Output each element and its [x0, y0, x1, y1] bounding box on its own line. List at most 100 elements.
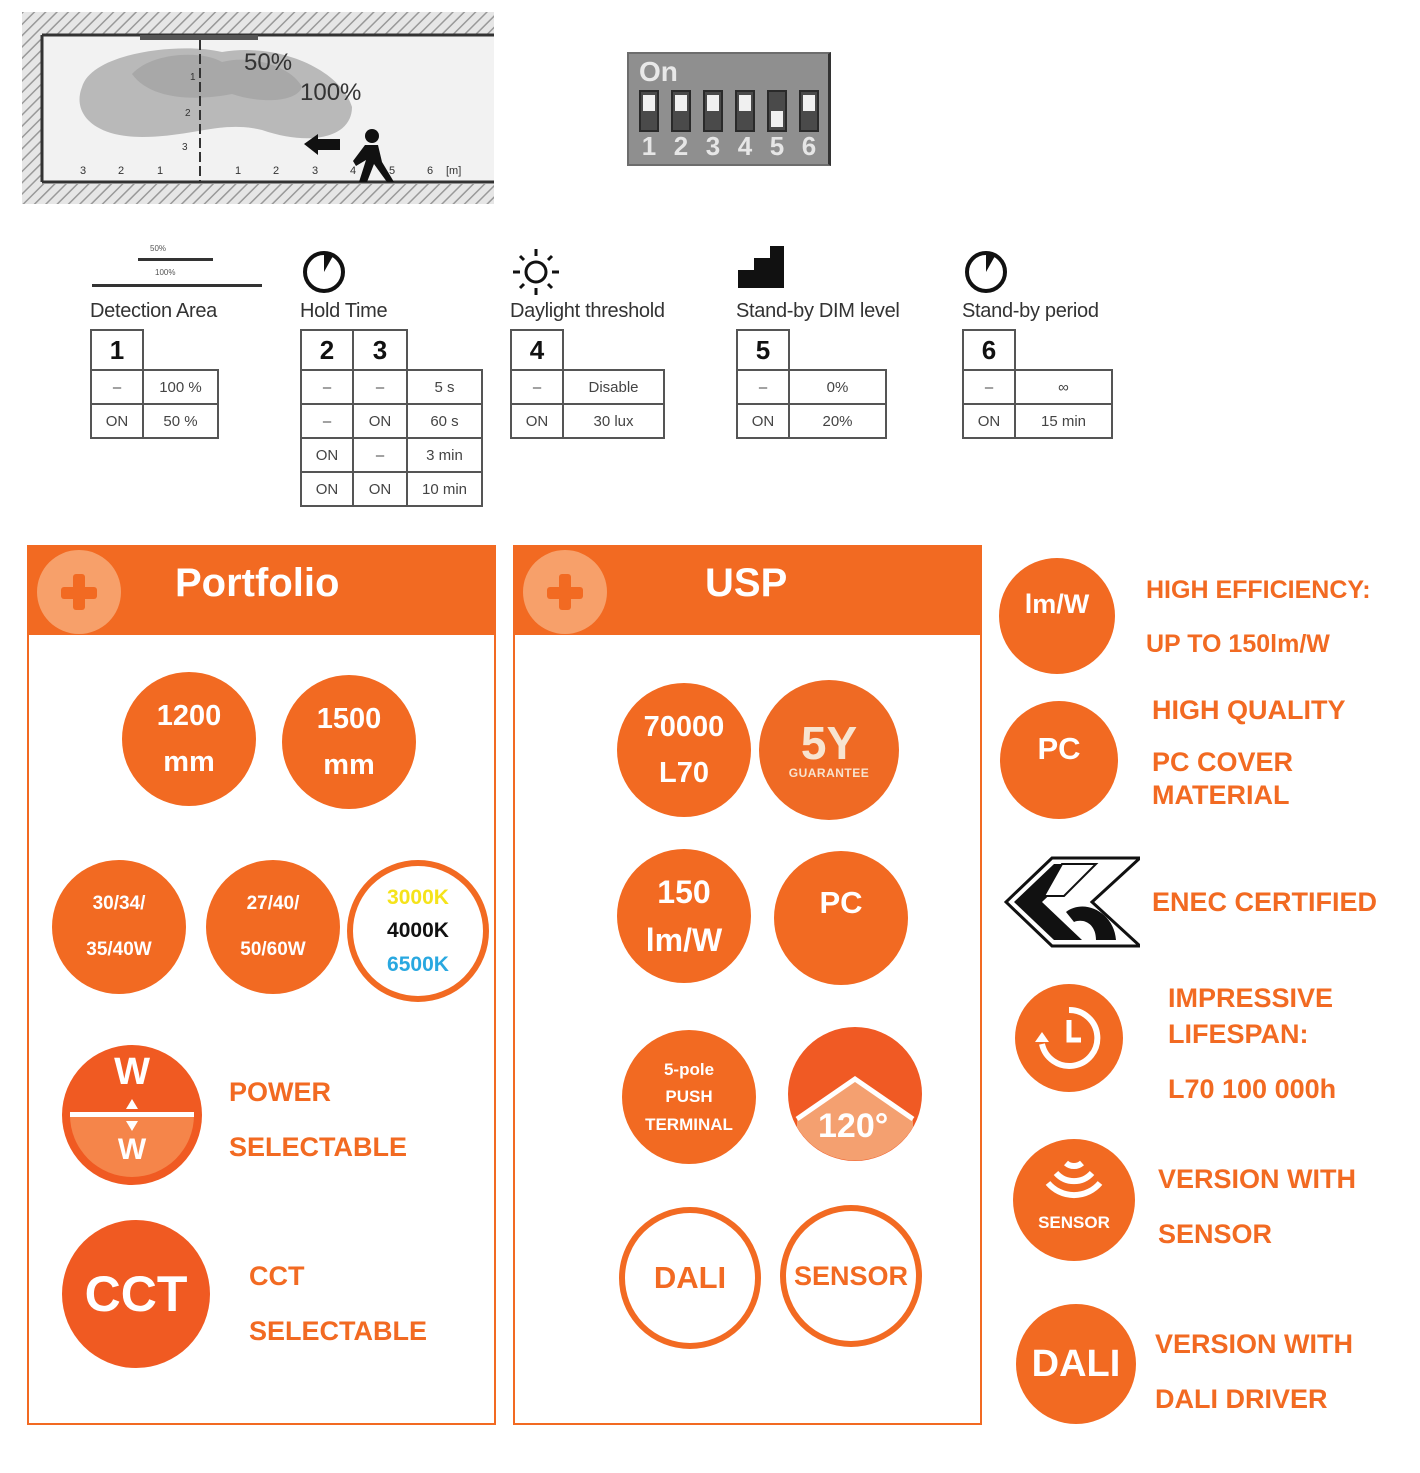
walking-person-icon	[353, 129, 394, 182]
table-cell: 60 s	[406, 403, 483, 439]
efficacy-unit: lm/W	[645, 922, 723, 958]
table-cell: –	[962, 369, 1016, 405]
dali-label: DALI	[653, 1260, 727, 1295]
power-value: 35/40W	[86, 939, 152, 960]
x-tick-label: 4	[350, 165, 356, 177]
blank-cell	[407, 330, 482, 371]
text-line: MATERIAL	[1152, 779, 1290, 810]
blank-cell	[563, 330, 664, 371]
table-cell: 50 %	[142, 403, 219, 439]
dip-toggle-4[interactable]	[735, 90, 755, 132]
table-cell: ON	[90, 403, 144, 439]
x-tick-label: 1	[157, 165, 163, 177]
dip-number: 4	[737, 131, 753, 161]
table-cell: Disable	[562, 369, 665, 405]
table-cell: ON	[300, 471, 354, 507]
power-selectable-icon: W W	[62, 1045, 202, 1185]
blank-cell	[143, 330, 218, 371]
dip-number: 3	[705, 131, 721, 161]
dip-number: 5	[769, 131, 785, 161]
length-value: 1500	[316, 702, 382, 735]
table-cell: 100 %	[142, 369, 219, 405]
dip-toggle-1[interactable]	[639, 90, 659, 132]
length-value: 1200	[156, 699, 222, 732]
detection-range-icon: 50% 100%	[90, 240, 265, 300]
length-badge: 1500 mm	[282, 675, 416, 809]
material-badge: PC	[774, 851, 908, 985]
stair-step-icon	[736, 240, 900, 300]
cct-option: 3000K	[387, 885, 449, 909]
switch-number-header: 4	[510, 329, 564, 371]
range-label-100: 100%	[155, 268, 176, 277]
efficiency-text: HIGH EFFICIENCY: UP TO 150lm/W	[1146, 564, 1371, 672]
table-cell: ON	[510, 403, 564, 439]
table-row: ON–3 min	[300, 437, 483, 473]
dip-toggle-2[interactable]	[671, 90, 691, 132]
text-line: LIFESPAN:	[1168, 1019, 1309, 1050]
dip-toggle-6[interactable]	[799, 90, 819, 132]
text-line: VERSION WITH	[1155, 1329, 1354, 1359]
usp-panel: USP 70000 L70 5Y GUARANTEE 150 lm/W PC 5…	[513, 545, 982, 1425]
length-unit: mm	[323, 749, 375, 781]
length-unit: mm	[163, 746, 215, 778]
pc-cover-text: HIGH QUALITY PC COVER MATERIAL	[1152, 694, 1346, 811]
portfolio-header: Portfolio	[29, 547, 494, 635]
dip-toggle-3[interactable]	[703, 90, 723, 132]
sun-icon	[510, 240, 665, 300]
text-line: DALI DRIVER	[1155, 1384, 1328, 1415]
text-line: SENSOR	[1158, 1219, 1273, 1250]
text-line: POWER	[229, 1077, 332, 1107]
lifespan-text: IMPRESSIVE LIFESPAN: L70 100 000h	[1168, 980, 1336, 1107]
icon-label: PC	[1037, 731, 1081, 766]
portfolio-panel: Portfolio 1200 mm 1500 mm 30/34/ 35/40W …	[27, 545, 496, 1425]
beam-angle-value: 120°	[818, 1107, 889, 1145]
setting-title: Daylight threshold	[510, 300, 665, 322]
detection-zone-50	[132, 54, 302, 101]
sensor-feature-icon: SENSOR	[1013, 1139, 1135, 1261]
signal-waves-icon	[1045, 1160, 1103, 1199]
table-cell: ∞	[1014, 369, 1113, 405]
timer-icon	[962, 240, 1113, 300]
text-line: SELECTABLE	[249, 1316, 428, 1347]
lifetime-badge: 70000 L70	[617, 683, 751, 817]
watt-bottom-label: W	[117, 1133, 147, 1166]
dip-number: 2	[673, 131, 689, 161]
cct-selectable-icon: CCT	[62, 1220, 210, 1368]
guarantee-badge: 5Y GUARANTEE	[759, 680, 899, 820]
table-cell: ON	[352, 403, 408, 439]
guarantee-label: GUARANTEE	[788, 766, 870, 780]
dip-toggle-5[interactable]	[767, 90, 787, 132]
ceiling-hatch	[22, 12, 494, 34]
x-tick-label: 2	[273, 165, 279, 177]
plus-icon	[37, 550, 121, 634]
icon-label: SENSOR	[1038, 1213, 1110, 1232]
pc-icon: PC	[1000, 701, 1118, 819]
dip-on-label: On	[639, 56, 678, 87]
text-line: 5-pole	[663, 1060, 715, 1080]
sensor-version-text: VERSION WITH SENSOR	[1158, 1152, 1356, 1263]
setting-title: Stand-by period	[962, 300, 1099, 322]
dip-knob	[707, 95, 719, 111]
arrow-icon	[304, 134, 340, 155]
usp-title: USP	[705, 561, 788, 605]
table-cell: ON	[352, 471, 408, 507]
table-cell: 10 min	[406, 471, 483, 507]
table-cell: –	[352, 369, 408, 405]
beam-angle-icon: 120°	[788, 1027, 922, 1161]
dip-knob	[771, 111, 783, 127]
table-row: ––5 s	[300, 369, 483, 405]
x-tick-label: 1	[235, 165, 241, 177]
table-row: –100 %	[90, 369, 219, 405]
detection-range-diagram: 1 2 3 50% 100% 3 2 1 1 2 3 4 5 6 [m]	[22, 12, 494, 204]
